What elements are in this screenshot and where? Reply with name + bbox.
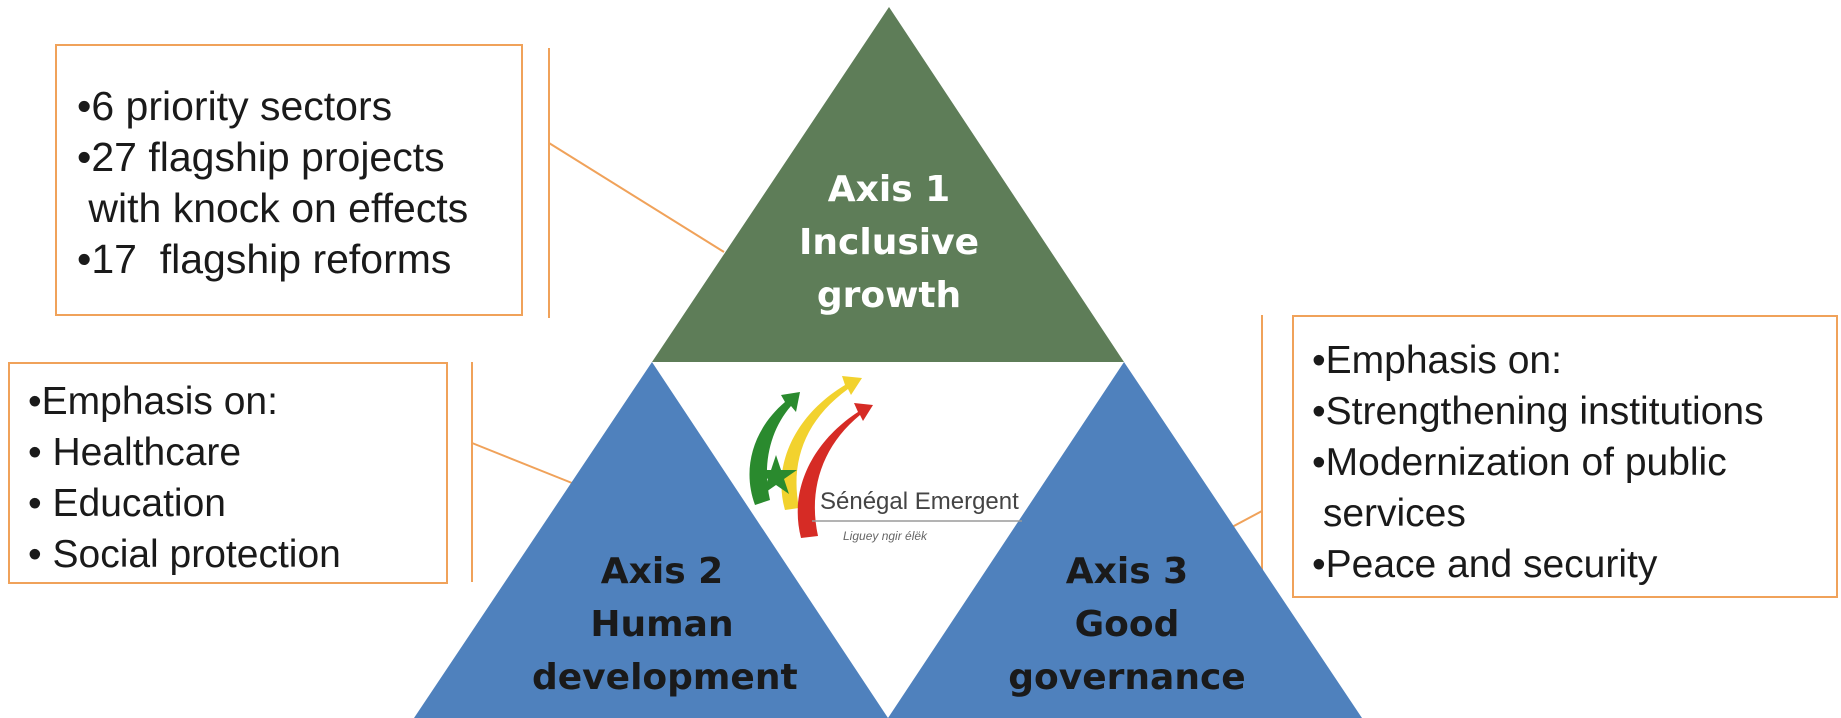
list-item: •27 flagship projects	[77, 134, 445, 180]
connector-line-axis2-diagonal	[471, 442, 573, 484]
axis3-name-line2: governance	[1008, 657, 1246, 698]
axis2-triangle	[414, 362, 888, 718]
axis1-info-box: •6 priority sectors •27 flagship project…	[55, 44, 523, 316]
axis3-name-line1: Good	[1074, 604, 1180, 645]
list-item: •Emphasis on:	[28, 380, 278, 423]
connector-line-axis3-diagonal	[1231, 510, 1263, 528]
list-item: • Healthcare	[28, 431, 242, 474]
axis1-name-line2: growth	[816, 275, 962, 316]
axis1-name-line1: Inclusive	[799, 222, 979, 263]
connector-line-axis1-diagonal	[548, 142, 725, 253]
axis3-info-box: •Emphasis on: •Strengthening institution…	[1292, 315, 1838, 598]
axis2-name-line2: development	[532, 657, 798, 698]
axis2-name-line1: Human	[590, 604, 734, 645]
logo-tagline: Liguey ngir élëk	[843, 529, 928, 543]
axis2-title: Axis 2	[600, 551, 724, 592]
axis3-bullet-list: •Emphasis on: •Strengthening institution…	[1312, 335, 1836, 590]
axis2-bullet-list: •Emphasis on: • Healthcare • Education •…	[28, 376, 446, 580]
list-item: •Peace and security	[1312, 543, 1658, 586]
axis3-label: Axis 3 Good governance	[997, 545, 1257, 704]
axis2-info-box: •Emphasis on: • Healthcare • Education •…	[8, 362, 448, 584]
list-item: •Strengthening institutions	[1312, 390, 1764, 433]
list-item: •6 priority sectors	[77, 83, 393, 129]
list-item: •Modernization of public	[1312, 441, 1727, 484]
axis2-label: Axis 2 Human development	[532, 545, 798, 704]
list-item: • Education	[28, 482, 226, 525]
list-item: with knock on effects	[77, 185, 469, 231]
list-item: • Social protection	[28, 533, 341, 576]
axis1-label: Axis 1 Inclusive growth	[759, 163, 1019, 322]
list-item: services	[1312, 492, 1466, 535]
list-item: •17 flagship reforms	[77, 236, 452, 282]
axis1-triangle	[652, 7, 1124, 362]
list-item: •Emphasis on:	[1312, 339, 1562, 382]
senegal-emergent-arrows-star-icon	[749, 376, 1022, 538]
axis1-title: Axis 1	[827, 169, 951, 210]
logo-name: Sénégal Emergent	[820, 488, 1019, 515]
axis1-bullet-list: •6 priority sectors •27 flagship project…	[77, 81, 521, 285]
axis3-triangle	[888, 362, 1362, 718]
axis3-title: Axis 3	[1065, 551, 1189, 592]
